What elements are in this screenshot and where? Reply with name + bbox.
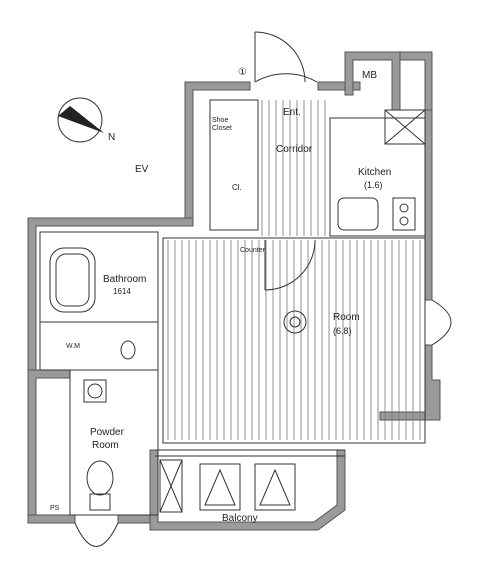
label-bathroom: Bathroom bbox=[103, 274, 146, 285]
label-entrance: Ent. bbox=[283, 107, 301, 118]
toilet-tank bbox=[89, 493, 111, 511]
burner-1 bbox=[399, 203, 409, 213]
mb-box bbox=[384, 109, 426, 145]
label-balcony: Balcony bbox=[222, 513, 258, 524]
fixtures bbox=[49, 109, 426, 513]
ceiling-light-icon bbox=[283, 310, 307, 334]
door-swing-icon bbox=[254, 73, 318, 83]
powder-outline bbox=[69, 369, 159, 516]
label-mb: MB bbox=[362, 70, 377, 81]
label-wm: W.M bbox=[66, 343, 80, 350]
label-shoe-closet-2: Closet bbox=[212, 125, 232, 132]
ac-arrow-2 bbox=[259, 468, 291, 506]
label-compass: N bbox=[108, 132, 115, 143]
wall-left-mid bbox=[27, 369, 71, 521]
label-powder-2: Room bbox=[92, 440, 119, 451]
mb-cross-2 bbox=[384, 109, 426, 145]
washer-drum bbox=[87, 383, 103, 399]
ceiling-light-inner bbox=[289, 316, 301, 328]
entrance-door-arc bbox=[254, 31, 306, 83]
powder-bay-window bbox=[74, 522, 119, 547]
kitchen-sink-icon bbox=[337, 197, 379, 231]
corridor-floor-hatch bbox=[261, 100, 326, 236]
label-kitchen-size: (1.6) bbox=[364, 180, 383, 190]
ac-unit-1 bbox=[199, 463, 241, 511]
wall-mb bbox=[344, 51, 401, 111]
wall-entrance-top bbox=[317, 81, 361, 91]
balcony-storage bbox=[159, 459, 183, 513]
compass-arrow-icon bbox=[58, 106, 104, 133]
label-room-size: (6.8) bbox=[333, 326, 352, 336]
washer-icon bbox=[83, 379, 107, 403]
label-closet: Cl. bbox=[232, 183, 242, 192]
bathtub-icon bbox=[49, 247, 96, 313]
room-door-arc bbox=[264, 239, 316, 291]
label-room: Room bbox=[333, 312, 360, 323]
washroom-outline bbox=[39, 321, 159, 371]
closet-outline bbox=[209, 99, 259, 231]
storage-cross-2 bbox=[159, 459, 183, 513]
wall-bottom-powder bbox=[117, 514, 151, 524]
label-counter: Counter bbox=[240, 247, 266, 254]
compass-ring bbox=[57, 97, 103, 143]
label-corridor: Corridor bbox=[276, 144, 313, 155]
label-ev: EV bbox=[135, 164, 149, 175]
label-powder-1: Powder bbox=[90, 427, 125, 438]
wall-right bbox=[424, 109, 433, 301]
stove-icon bbox=[392, 197, 416, 231]
ac-unit-2 bbox=[254, 463, 296, 511]
wall-bottom-left bbox=[27, 514, 76, 524]
partitions bbox=[39, 99, 426, 516]
compass bbox=[57, 97, 104, 143]
label-door-mark: ① bbox=[238, 67, 247, 78]
burner-2 bbox=[399, 216, 409, 226]
wall-right-upper bbox=[399, 51, 433, 119]
label-ps: PS bbox=[50, 505, 60, 512]
sink-icon bbox=[120, 340, 136, 360]
bay-window bbox=[431, 299, 452, 346]
label-shoe-closet-1: Shoe bbox=[212, 117, 228, 124]
label-bathroom-size: 1614 bbox=[113, 287, 131, 296]
bathtub-inner bbox=[55, 253, 90, 307]
doors bbox=[74, 31, 452, 547]
wall-right-lower bbox=[379, 344, 441, 421]
ac-arrow-1 bbox=[204, 468, 236, 506]
label-kitchen: Kitchen bbox=[358, 167, 391, 178]
room-floor-hatch bbox=[167, 240, 421, 440]
wall-upper-left bbox=[184, 81, 251, 219]
labels: MB Ent. Corridor Kitchen (1.6) EV Bathro… bbox=[50, 67, 391, 524]
toilet-icon bbox=[86, 460, 114, 496]
kitchen-outline bbox=[329, 117, 426, 237]
